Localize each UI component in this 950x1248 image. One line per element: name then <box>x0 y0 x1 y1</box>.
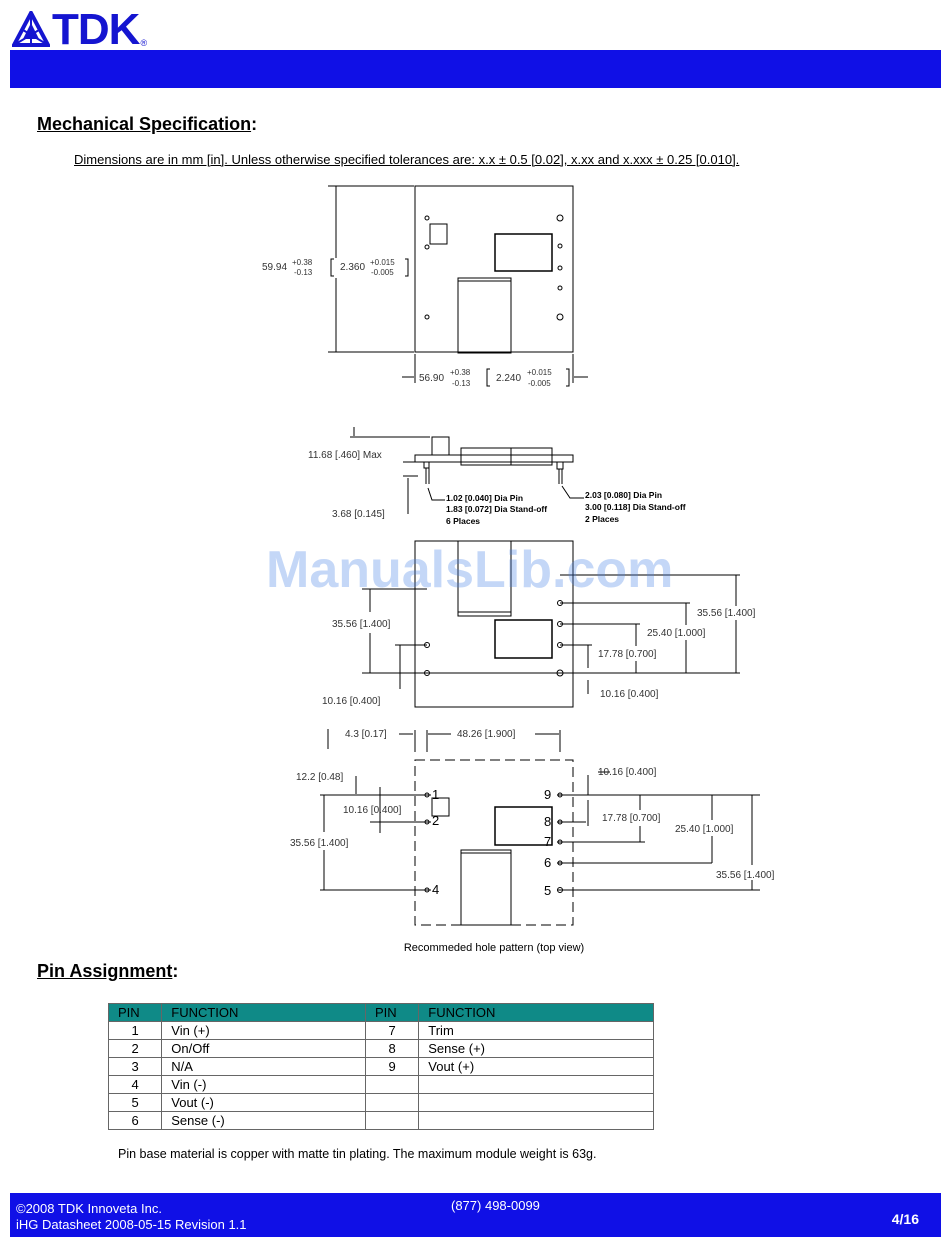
width-mm-label: 56.90 <box>419 373 444 384</box>
pin-4-label: 4 <box>432 882 439 897</box>
width-in-label: 2.240 <box>496 373 521 384</box>
svg-text:+0.015: +0.015 <box>370 258 395 267</box>
table-row: 5 Vout (-) <box>107 1093 654 1112</box>
table-row: 2 On/Off 8 Sense (+) <box>107 1039 654 1058</box>
table-header-row: PIN FUNCTION PIN FUNCTION <box>107 1003 654 1022</box>
svg-text:-0.13: -0.13 <box>452 379 471 388</box>
svg-text:-0.005: -0.005 <box>528 379 551 388</box>
footer-phone: (877) 498-0099 <box>451 1198 540 1213</box>
svg-text:25.40 [1.000]: 25.40 [1.000] <box>647 628 706 639</box>
svg-text:35.56 [1.400]: 35.56 [1.400] <box>332 619 391 630</box>
dimensions-note: Dimensions are in mm [in]. Unless otherw… <box>74 152 740 167</box>
pin-assignment-table: PIN FUNCTION PIN FUNCTION 1 Vin (+) 7 Tr… <box>107 1003 654 1130</box>
svg-text:48.26 [1.900]: 48.26 [1.900] <box>457 729 516 740</box>
table-row: 3 N/A 9 Vout (+) <box>107 1057 654 1076</box>
footer-copyright: ©2008 TDK Innoveta Inc. <box>16 1201 162 1216</box>
header-function: FUNCTION <box>161 1003 366 1022</box>
svg-text:3.00 [0.118] Dia Stand-off: 3.00 [0.118] Dia Stand-off <box>585 502 686 512</box>
standoff-height-label: 3.68 [0.145] <box>332 509 385 520</box>
height-in-label: 2.360 <box>340 262 365 273</box>
table-row: 1 Vin (+) 7 Trim <box>107 1021 654 1040</box>
svg-text:-0.13: -0.13 <box>294 268 313 277</box>
svg-text:10.16 [0.400]: 10.16 [0.400] <box>343 805 402 816</box>
watermark: ManualsLib.com <box>266 541 674 599</box>
svg-text:35.56 [1.400]: 35.56 [1.400] <box>716 870 775 881</box>
svg-text:+0.38: +0.38 <box>292 258 313 267</box>
svg-text:10.16 [0.400]: 10.16 [0.400] <box>322 696 381 707</box>
brand-name: TDK <box>52 5 140 54</box>
pin-6-label: 6 <box>544 855 551 870</box>
pin-material-note: Pin base material is copper with matte t… <box>118 1147 597 1161</box>
pin-9-label: 9 <box>544 787 551 802</box>
footer-doc-info: iHG Datasheet 2008-05-15 Revision 1.1 <box>16 1217 247 1232</box>
pin-2-label: 2 <box>432 813 439 828</box>
svg-text:10.16 [0.400]: 10.16 [0.400] <box>598 767 657 778</box>
svg-text:17.78 [0.700]: 17.78 [0.700] <box>602 813 661 824</box>
svg-text:25.40 [1.000]: 25.40 [1.000] <box>675 824 734 835</box>
svg-text:1.02 [0.040] Dia Pin: 1.02 [0.040] Dia Pin <box>446 493 523 503</box>
tdk-logo: TDK ® <box>12 5 148 54</box>
footer-bar: ©2008 TDK Innoveta Inc. iHG Datasheet 20… <box>10 1193 941 1237</box>
svg-text:2.03 [0.080] Dia Pin: 2.03 [0.080] Dia Pin <box>585 490 662 500</box>
pin-8-label: 8 <box>544 814 551 829</box>
svg-text:+0.38: +0.38 <box>450 368 471 377</box>
pin-1-label: 1 <box>432 787 439 802</box>
svg-text:12.2 [0.48]: 12.2 [0.48] <box>296 772 343 783</box>
svg-text:17.78 [0.700]: 17.78 [0.700] <box>598 649 657 660</box>
header-function: FUNCTION <box>418 1003 654 1022</box>
mechanical-spec-title: Mechanical Specification: <box>37 114 258 134</box>
pin-assignment-title: Pin Assignment: <box>37 961 179 981</box>
svg-text:2 Places: 2 Places <box>585 514 619 524</box>
svg-text:4.3 [0.17]: 4.3 [0.17] <box>345 729 387 740</box>
svg-text:+0.015: +0.015 <box>527 368 552 377</box>
header-pin: PIN <box>107 1003 163 1022</box>
pin-7-label: 7 <box>544 834 551 849</box>
header-pin: PIN <box>364 1003 420 1022</box>
tdk-triangle-icon <box>12 11 50 47</box>
page-number: 4/16 <box>891 1211 919 1227</box>
pin-5-label: 5 <box>544 883 551 898</box>
module-top-outline <box>414 185 574 353</box>
svg-text:6 Places: 6 Places <box>446 516 480 526</box>
svg-text:-0.005: -0.005 <box>371 268 394 277</box>
svg-text:35.56 [1.400]: 35.56 [1.400] <box>290 838 349 849</box>
registered-mark: ® <box>140 38 148 48</box>
height-mm-label: 59.94 <box>262 262 287 273</box>
svg-text:1.83 [0.072] Dia Stand-off: 1.83 [0.072] Dia Stand-off <box>446 504 547 514</box>
svg-text:35.56 [1.400]: 35.56 [1.400] <box>697 608 756 619</box>
max-height-label: 11.68 [.460] Max <box>308 450 382 461</box>
header-bar <box>10 50 941 88</box>
svg-text:10.16 [0.400]: 10.16 [0.400] <box>600 689 659 700</box>
table-row: 4 Vin (-) <box>107 1075 654 1094</box>
hole-pattern-caption: Recommeded hole pattern (top view) <box>403 942 585 954</box>
table-row: 6 Sense (-) <box>107 1111 654 1130</box>
mechanical-drawing: 59.94 +0.38 -0.13 2.360 +0.015 -0.005 56… <box>262 185 775 926</box>
